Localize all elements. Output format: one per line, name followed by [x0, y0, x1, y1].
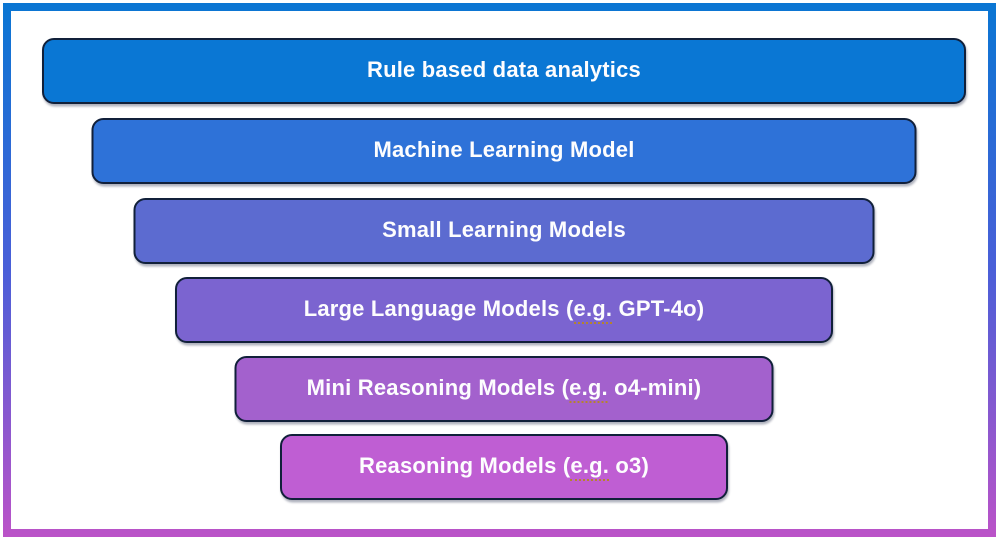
funnel-bar-label: Rule based data analytics [367, 57, 641, 82]
funnel-bar-machine-learning-model: Machine Learning Model [91, 118, 917, 184]
funnel-bar-label: Reasoning Models (e.g. o3) [359, 453, 649, 481]
funnel-bar-label: Mini Reasoning Models (e.g. o4-mini) [307, 375, 702, 403]
spellcheck-underline: e.g. [569, 375, 608, 403]
funnel-bar-rule-based-data-analytics: Rule based data analytics [42, 38, 966, 104]
spellcheck-underline: e.g. [570, 453, 610, 481]
funnel-bar-label: Small Learning Models [382, 217, 626, 242]
spellcheck-underline: e.g. [573, 296, 613, 324]
funnel-bar-label: Machine Learning Model [373, 137, 635, 162]
funnel-bar-large-language-models: Large Language Models (e.g. GPT-4o) [175, 277, 833, 343]
slide-background: Rule based data analytics Machine Learni… [11, 11, 988, 529]
funnel-bar-reasoning-models: Reasoning Models (e.g. o3) [280, 434, 728, 500]
slide-gradient-border: Rule based data analytics Machine Learni… [3, 3, 996, 537]
funnel-bar-small-learning-models: Small Learning Models [133, 198, 875, 264]
funnel-bar-mini-reasoning-models: Mini Reasoning Models (e.g. o4-mini) [234, 356, 774, 422]
funnel-bar-label: Large Language Models (e.g. GPT-4o) [304, 296, 705, 324]
